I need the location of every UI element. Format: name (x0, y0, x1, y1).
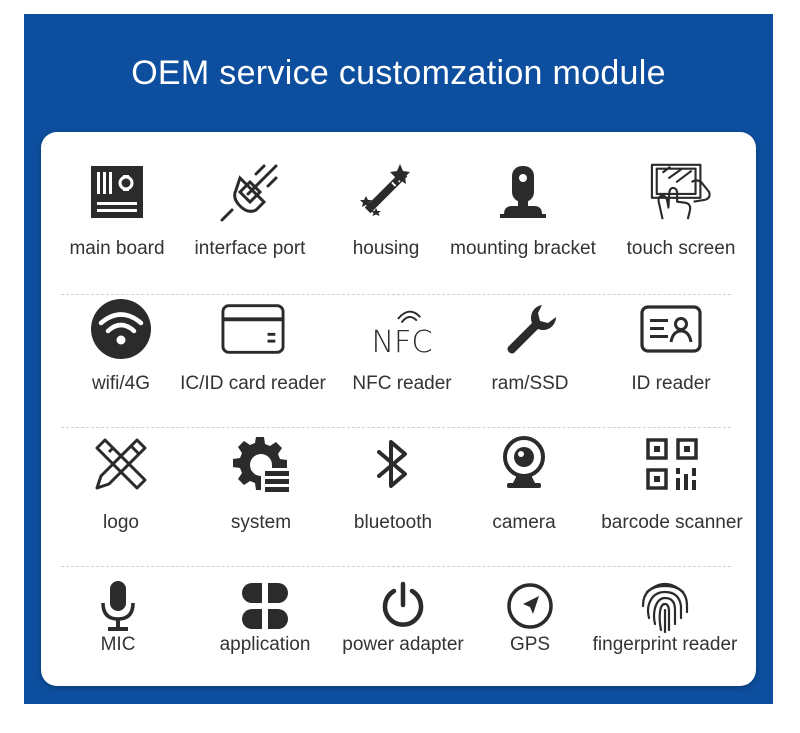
module-label: ID reader (631, 373, 711, 394)
module-row-4: MIC application (41, 574, 756, 674)
wrench-icon (498, 297, 562, 361)
module-label: interface port (194, 238, 306, 259)
svg-text:NFC: NFC (371, 325, 432, 359)
bracket-icon (491, 160, 555, 224)
plug-icon (218, 160, 282, 224)
module-label: bluetooth (353, 512, 433, 533)
oem-banner: OEM service customzation module (24, 14, 773, 704)
fingerprint-icon (633, 574, 697, 638)
module-label: wifi/4G (91, 373, 151, 394)
gear-icon (229, 432, 293, 496)
compass-icon (498, 574, 562, 638)
module-row-2: wifi/4G IC/ID card reader (41, 297, 756, 415)
ruler-pencil-icon (89, 432, 153, 496)
main-board-icon (85, 160, 149, 224)
row-divider (61, 294, 731, 295)
page-title: OEM service customzation module (131, 54, 666, 92)
card-icon (221, 297, 285, 361)
touch-screen-icon (649, 160, 713, 224)
module-label: ram/SSD (491, 373, 569, 394)
module-label: application (219, 634, 311, 655)
module-label: GPS (509, 634, 551, 655)
module-label: housing (352, 238, 420, 259)
apps-icon (233, 574, 297, 638)
module-label: barcode scanner (601, 512, 743, 533)
wifi-icon (89, 297, 153, 361)
nfc-icon: NFC (370, 297, 434, 361)
module-card: main board interface (41, 132, 756, 686)
module-row-3: logo system (41, 432, 756, 552)
module-label: power adapter (342, 634, 464, 655)
module-label: touch screen (626, 238, 736, 259)
module-label: MIC (100, 634, 136, 655)
module-label: NFC reader (352, 373, 452, 394)
module-label: mounting bracket (450, 238, 596, 259)
module-row-1: main board interface (41, 160, 756, 278)
module-label: system (230, 512, 292, 533)
microphone-icon (86, 574, 150, 638)
module-label: IC/ID card reader (180, 373, 326, 394)
power-icon (371, 574, 435, 638)
row-divider (61, 566, 731, 567)
magic-wand-icon (354, 160, 418, 224)
webcam-icon (492, 432, 556, 496)
qr-code-icon (640, 432, 704, 496)
module-label: logo (103, 512, 139, 533)
module-label: main board (69, 238, 165, 259)
module-label: camera (492, 512, 556, 533)
id-card-icon (639, 297, 703, 361)
module-label: fingerprint reader (592, 634, 738, 655)
bluetooth-icon (361, 432, 425, 496)
row-divider (61, 427, 731, 428)
